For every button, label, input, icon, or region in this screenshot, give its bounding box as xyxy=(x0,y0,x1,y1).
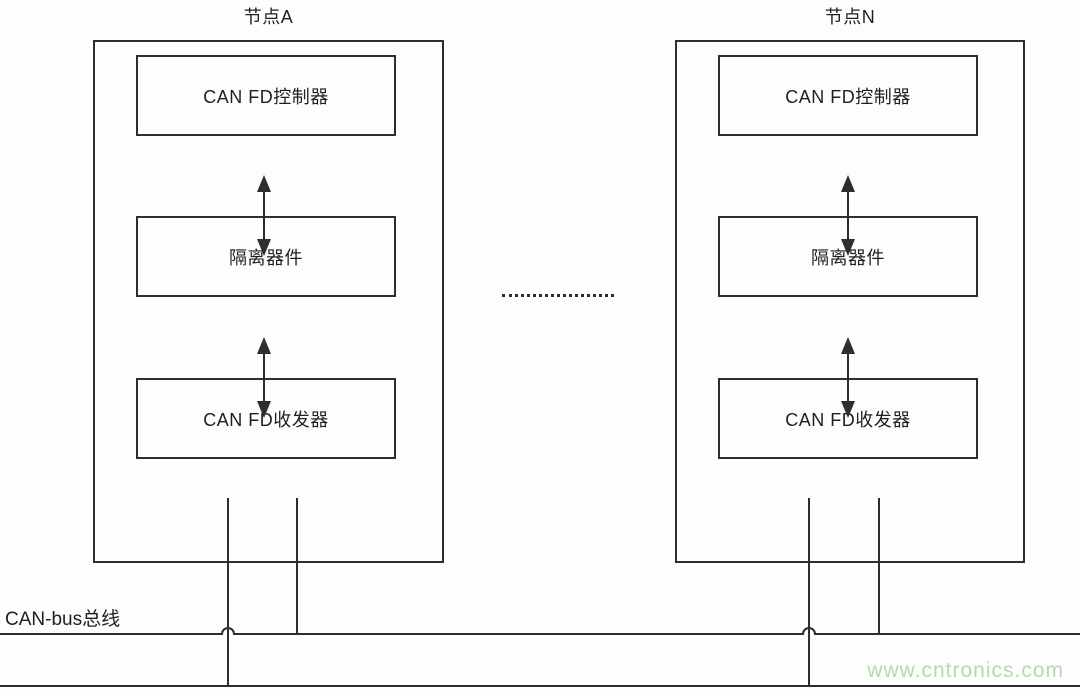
site-watermark: www.cntronics.com xyxy=(867,659,1064,682)
node-n: 节点N CAN FD控制器 隔离器件 CAN FD收发器 xyxy=(675,0,1025,689)
node-title: 节点A xyxy=(243,7,294,27)
node-title: 节点N xyxy=(824,7,876,27)
can-fd-controller-block: CAN FD控制器 xyxy=(136,55,396,136)
can-fd-transceiver-block: CAN FD收发器 xyxy=(718,378,978,459)
can-fd-controller-block: CAN FD控制器 xyxy=(718,55,978,136)
more-nodes-ellipsis-dots xyxy=(502,294,614,297)
isolation-device-block: 隔离器件 xyxy=(136,216,396,297)
node-a: 节点A CAN FD控制器 隔离器件 CAN FD收发器 xyxy=(93,0,444,689)
can-fd-transceiver-block: CAN FD收发器 xyxy=(136,378,396,459)
can-bus-label: CAN-bus总线 xyxy=(5,609,121,630)
isolation-device-block: 隔离器件 xyxy=(718,216,978,297)
